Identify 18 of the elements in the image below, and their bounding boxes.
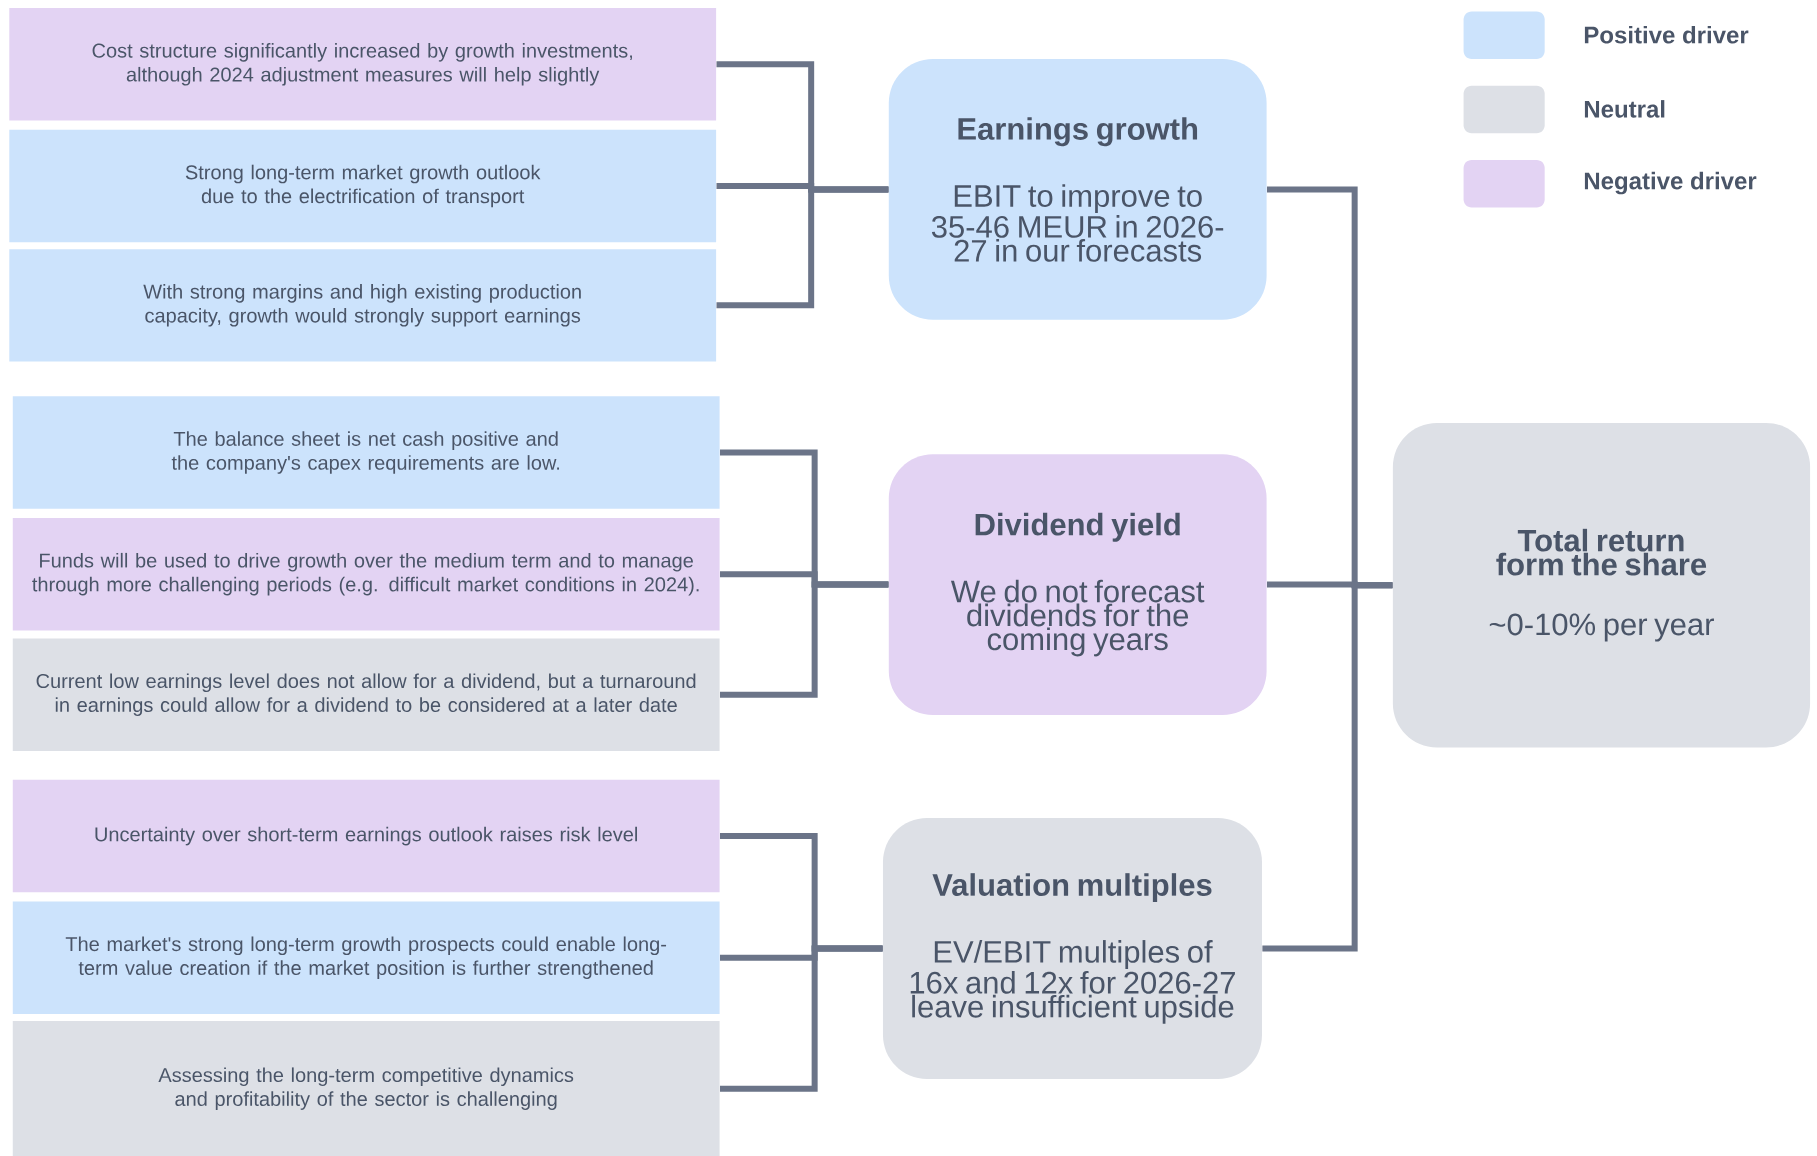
- summary-box: Valuation multiples EV/EBIT multiples of 16x and 12x for 2026-27 leave insufficient upside: [882, 818, 1262, 1079]
- connector-line: [1262, 582, 1393, 952]
- driver-box: Cost structure significantly increased by growth investments, although 2024 adjustment measures will help slightly: [9, 8, 717, 121]
- summary-box: Dividend yield We do not forecast dividends for the coming years: [888, 454, 1267, 715]
- driver-box: Assessing the long-term competitive dynamics and profitability of the sector is challenging: [12, 1020, 720, 1156]
- driver-box: The market's strong long-term growth prospects could enable long-term value creation if the market position is further strengthened: [12, 901, 720, 1014]
- driver-box: Uncertainty over short-term earnings outlook raises risk level: [12, 779, 720, 893]
- driver-box: Strong long-term market growth outlook due to the electrification of transport: [9, 129, 717, 243]
- driver-box: Current low earnings level does not allow for a dividend, but a turnaround in earnings could allow for a dividend to be considered at a later date: [12, 638, 720, 751]
- driver-box: Funds will be used to drive growth over the medium term and to manage through more challenging periods (e.g. difficult market conditions in 2024).: [12, 518, 720, 631]
- driver-box: With strong margins and high existing production capacity, growth would strongly support earnings: [9, 249, 717, 362]
- driver-box: The balance sheet is net cash positive and the company's capex requirements are low.: [12, 396, 720, 509]
- connector-line: [716, 186, 889, 309]
- summary-box: Total return form the share ~0-10% per year: [1392, 423, 1811, 748]
- legend-label: Neutral: [1584, 100, 1665, 118]
- legend-label: Negative driver: [1584, 171, 1757, 195]
- legend-label: Positive driver: [1584, 25, 1749, 44]
- summary-box: Earnings growth EBIT to improve to 35-46 MEUR in 2026-27 in our forecasts: [888, 59, 1267, 320]
